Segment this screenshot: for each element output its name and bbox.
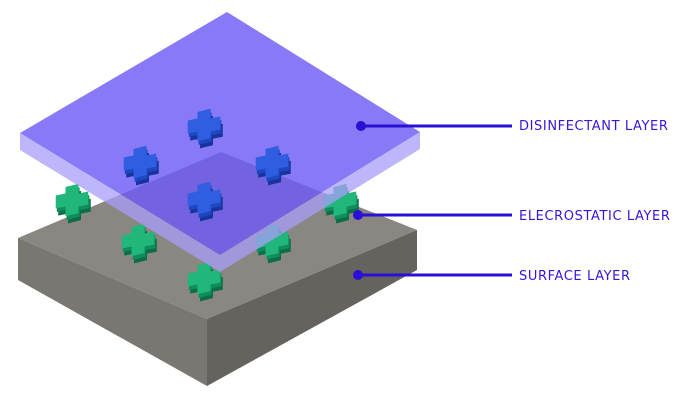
disinfectant-particle-face bbox=[255, 145, 289, 179]
disinfectant-particle-3 bbox=[187, 181, 223, 222]
disinfectant-particle-face bbox=[187, 181, 221, 215]
disinfectant-layer-label: DISINFECTANT LAYER bbox=[519, 119, 669, 134]
leader-dot-electrostatic bbox=[353, 210, 363, 220]
disinfectant-right-edge bbox=[220, 132, 420, 272]
leader-dot-disinfectant bbox=[356, 121, 366, 131]
surface-left-face bbox=[18, 238, 207, 386]
electrostatic-particle-face bbox=[121, 223, 155, 257]
disinfectant-left-edge bbox=[20, 133, 220, 272]
electrostatic-particle-face bbox=[187, 261, 221, 295]
electrostatic-layer-label: ELECROSTATIC LAYER bbox=[519, 209, 671, 224]
electrostatic-particle-1 bbox=[323, 183, 359, 224]
disinfectant-particle-2 bbox=[255, 145, 291, 186]
disinfectant-particle-face bbox=[123, 145, 157, 179]
disinfectant-particle-face bbox=[187, 108, 221, 142]
surface-right-face bbox=[207, 230, 417, 386]
leader-dot-surface bbox=[353, 270, 363, 280]
electrostatic-particle-2 bbox=[121, 223, 157, 264]
disinfectant-particle-1 bbox=[123, 145, 159, 186]
electrostatic-particle-4 bbox=[187, 261, 223, 302]
surface-layer-label: SURFACE LAYER bbox=[519, 269, 631, 284]
leader-lines bbox=[353, 121, 512, 280]
electrostatic-particle-face bbox=[55, 183, 89, 217]
disinfectant-particles bbox=[123, 108, 291, 222]
electrostatic-layer bbox=[55, 183, 359, 302]
disinfectant-particle-0 bbox=[187, 108, 223, 149]
electrostatic-particle-0 bbox=[55, 183, 91, 224]
electrostatic-particle-face bbox=[323, 183, 357, 217]
